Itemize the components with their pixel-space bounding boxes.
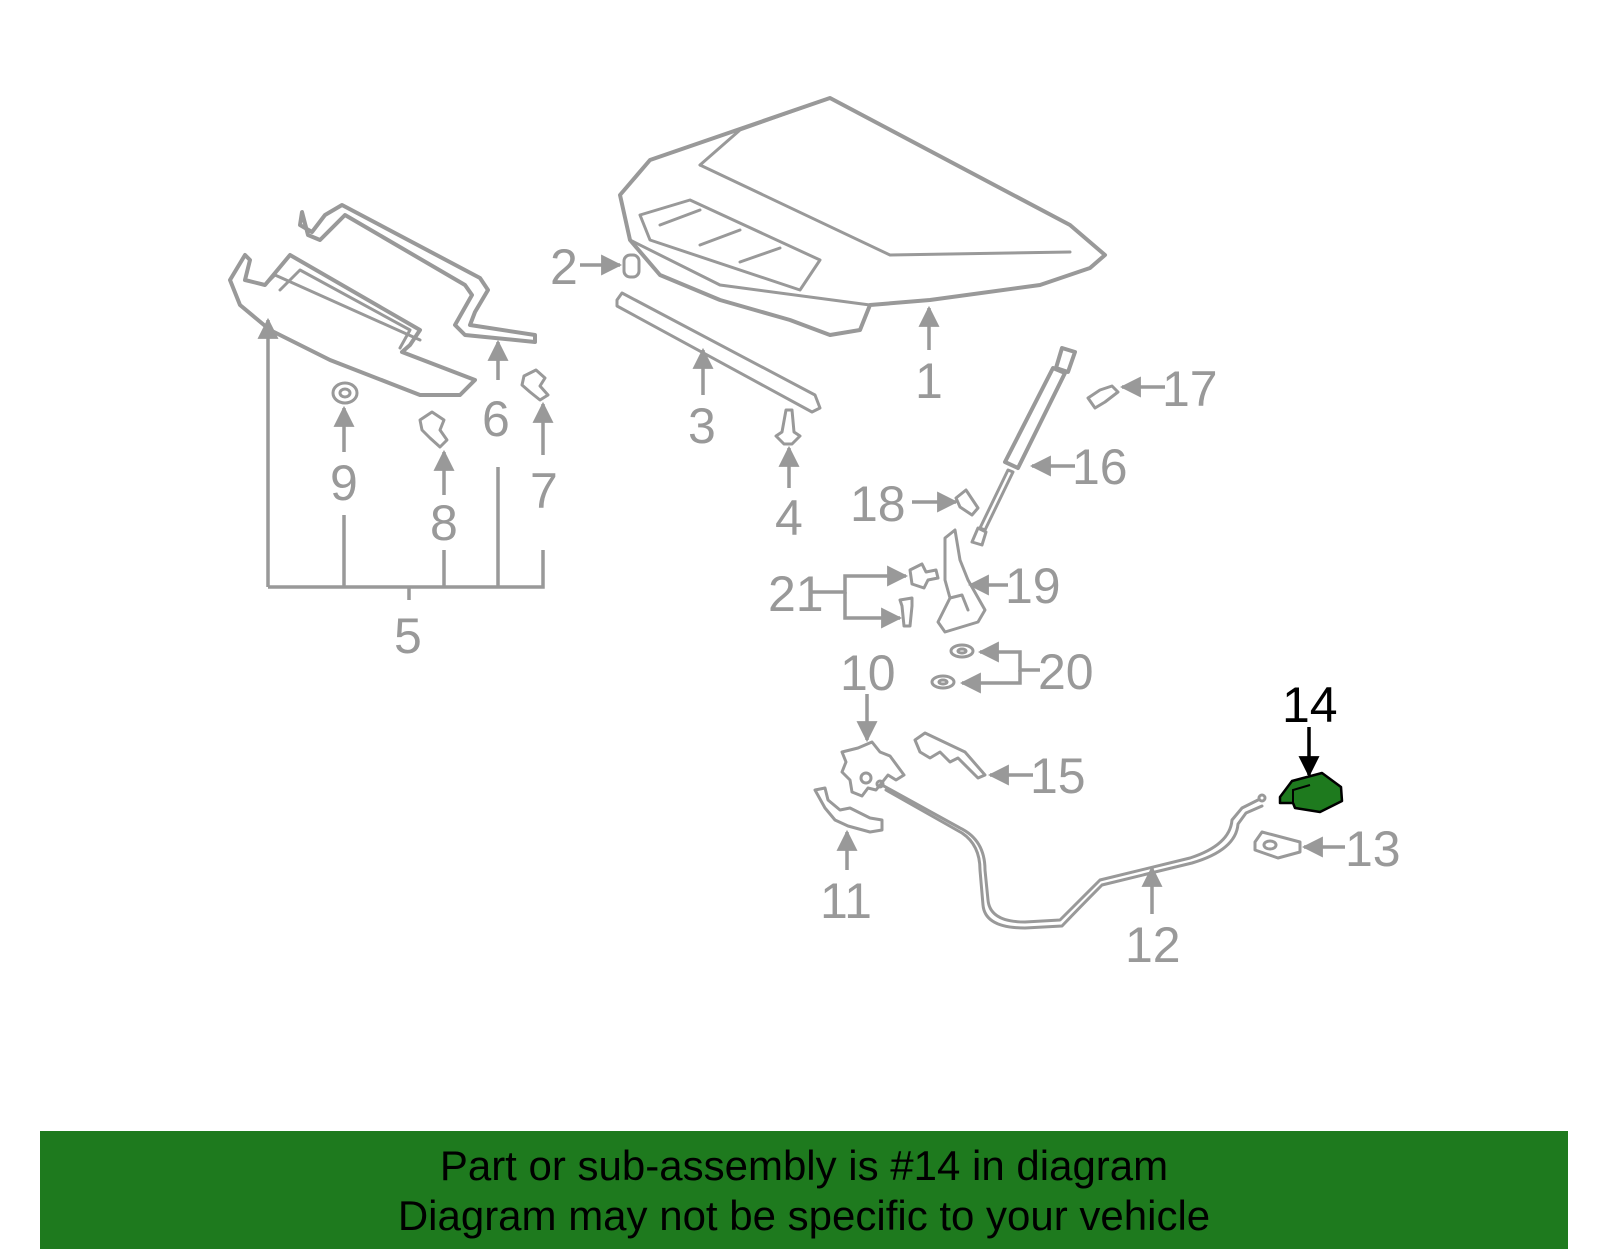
part-19-bracket[interactable] — [936, 528, 987, 634]
callout-9: 9 — [330, 455, 358, 511]
part-18-clip[interactable] — [954, 488, 980, 517]
callout-19: 19 — [1005, 558, 1061, 614]
banner-line-1: Part or sub-assembly is #14 in diagram — [439, 1142, 1169, 1189]
part-15-handle[interactable] — [913, 731, 987, 780]
callout-20: 20 — [1038, 644, 1094, 700]
callout-15: 15 — [1030, 748, 1086, 804]
callout-1: 1 — [915, 353, 943, 409]
part-4-clip[interactable] — [774, 408, 802, 446]
part-16-strut[interactable] — [970, 346, 1077, 547]
part-2-stopper[interactable] — [622, 253, 641, 279]
callout-13: 13 — [1345, 821, 1401, 877]
part-10-lock[interactable] — [840, 740, 906, 798]
callout-7: 7 — [530, 463, 558, 519]
callout-labels: 1 2 3 4 5 6 7 8 9 10 11 12 13 14 15 16 1… — [330, 239, 1401, 973]
part-12-cable[interactable] — [875, 779, 1267, 930]
part-13-bracket[interactable] — [1253, 830, 1302, 860]
callout-17: 17 — [1162, 361, 1218, 417]
part-14-highlighted[interactable] — [1278, 771, 1344, 814]
leader-lines — [257, 254, 1345, 914]
callout-2: 2 — [550, 239, 578, 295]
callout-10: 10 — [840, 645, 896, 701]
part-11-bracket[interactable] — [813, 786, 884, 834]
callout-14: 14 — [1282, 677, 1338, 733]
banner-line-2: Diagram may not be specific to your vehi… — [397, 1192, 1211, 1239]
callout-12: 12 — [1125, 917, 1181, 973]
callout-11: 11 — [820, 873, 872, 929]
callout-16: 16 — [1072, 439, 1128, 495]
part-5-insulator[interactable] — [228, 253, 477, 397]
part-6-frame[interactable] — [298, 203, 537, 344]
callout-6: 6 — [482, 391, 510, 447]
part-20-washers[interactable] — [930, 643, 975, 690]
part-7-retainer[interactable] — [520, 368, 550, 402]
part-9-grommet[interactable] — [331, 381, 359, 405]
part-8-retainer[interactable] — [418, 410, 449, 449]
callout-3: 3 — [688, 398, 716, 454]
part-17-clip[interactable] — [1086, 384, 1120, 410]
callout-18: 18 — [850, 476, 906, 532]
part-21-bolts[interactable] — [898, 562, 940, 628]
callout-8: 8 — [430, 495, 458, 551]
callout-21: 21 — [768, 566, 824, 622]
info-banner: Part or sub-assembly is #14 in diagram D… — [40, 1131, 1568, 1249]
callout-5: 5 — [394, 608, 422, 664]
callout-4: 4 — [775, 490, 803, 546]
part-3-seal[interactable] — [615, 291, 822, 414]
part-1-hood[interactable] — [618, 96, 1107, 337]
